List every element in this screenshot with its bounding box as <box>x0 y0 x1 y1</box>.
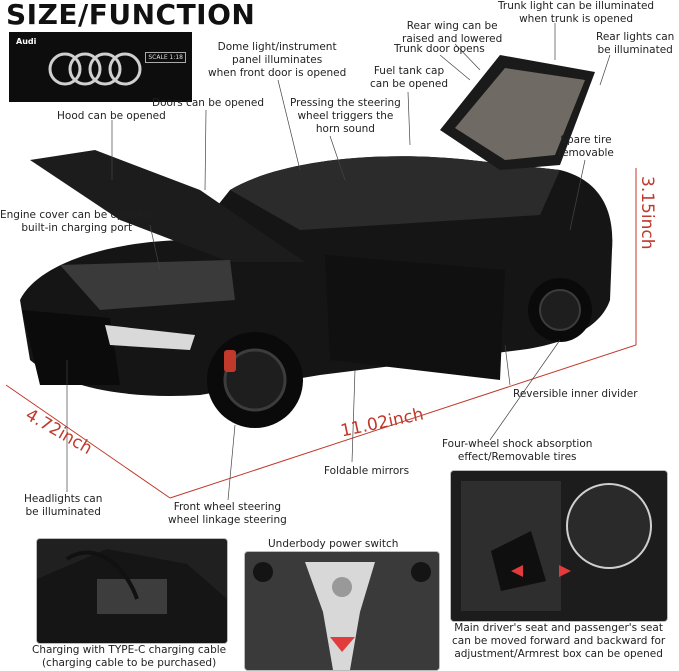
underbody-illustration <box>245 552 439 670</box>
brand-box: Audi SCALE 1:18 <box>9 32 192 102</box>
page-title: SIZE/FUNCTION <box>6 0 256 31</box>
underbody-photo <box>244 551 440 671</box>
brand-name: Audi <box>16 37 37 46</box>
engine-cover-label: Engine cover can be opened/built-in char… <box>0 209 154 234</box>
leader-lines <box>66 23 611 501</box>
scale-badge: SCALE 1:18 <box>145 52 186 63</box>
charging-illustration <box>37 539 227 643</box>
dimension-lines <box>5 168 637 499</box>
seats-illustration <box>451 471 667 621</box>
underbody-switch-label: Underbody power switch <box>268 538 399 550</box>
typec-label: Charging with TYPE-C charging cable(char… <box>32 644 227 669</box>
charging-photo <box>36 538 228 644</box>
car-body <box>20 55 613 428</box>
height-dimension: 3.15inch <box>637 176 657 250</box>
trunk-door-label: Trunk door opens <box>394 43 485 55</box>
inner-divider-label: Reversible inner divider <box>513 388 638 400</box>
hood-label: Hood can be opened <box>57 110 166 122</box>
doors-label: Doors can be opened <box>152 97 265 109</box>
seats-photo <box>450 470 668 622</box>
audi-rings-logo <box>48 52 142 86</box>
mirrors-label: Foldable mirrors <box>324 465 410 477</box>
